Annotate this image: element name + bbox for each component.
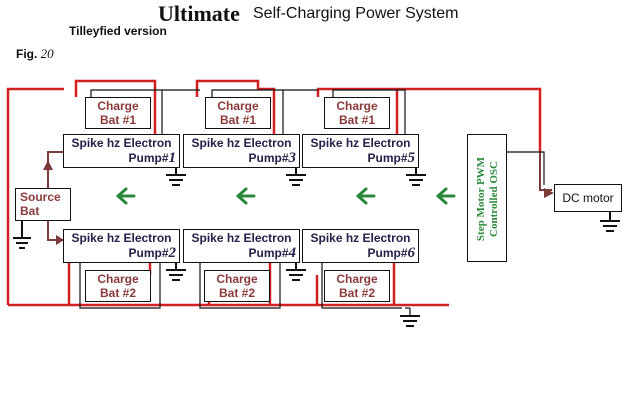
- oscillator-line-2: Controlled OSC: [488, 161, 500, 237]
- pump-number-line: Pump#2: [66, 246, 177, 261]
- pwm-oscillator: Step Motor PWM Controlled OSC: [467, 134, 507, 262]
- page-title-rest: Self-Charging Power System: [253, 5, 459, 22]
- pump-number: 5: [407, 150, 416, 166]
- charge-id: Bat #1: [219, 113, 257, 127]
- left-arrow-icon: [436, 187, 456, 205]
- left-arrow-icon: [236, 187, 256, 205]
- charge-label: Charge: [97, 272, 139, 286]
- pump-1: Spike hz Electron Pump#1: [63, 134, 180, 168]
- power-bus-wires: [6, 79, 542, 307]
- charge-id: Bat #1: [99, 113, 137, 127]
- charge-id: Bat #2: [99, 286, 137, 300]
- pump-prefix: Pump#: [367, 151, 408, 165]
- page-title: Ultimate: [158, 1, 240, 26]
- oscillator-line-1: Step Motor PWM: [475, 156, 487, 242]
- charge-label: Charge: [336, 99, 378, 113]
- ground-icon: [406, 166, 426, 186]
- ground-icon: [166, 263, 186, 281]
- figure-prefix: Fig.: [16, 47, 38, 61]
- oscillator-label: Step Motor PWM Controlled OSC: [475, 135, 501, 263]
- pump-label: Spike hz Electron: [71, 136, 172, 150]
- source-sublabel: Bat: [20, 204, 40, 218]
- dc-motor: DC motor: [554, 184, 622, 212]
- pump-4: Spike hz Electron Pump#4: [183, 229, 300, 263]
- charge-label: Charge: [216, 272, 258, 286]
- source-label: Source: [20, 190, 61, 204]
- pump-5: Spike hz Electron Pump#5: [302, 134, 419, 168]
- ground-icon: [13, 221, 31, 249]
- pump-label: Spike hz Electron: [310, 231, 411, 245]
- ground-symbols: [13, 166, 620, 327]
- pump-prefix: Pump#: [367, 246, 408, 260]
- arrowheads-feed: [43, 160, 554, 245]
- pump-number: 1: [168, 150, 177, 166]
- pump-number-line: Pump#3: [186, 151, 297, 166]
- pump-prefix: Pump#: [128, 246, 169, 260]
- charge-bat-bottom-2: Charge Bat #2: [204, 270, 270, 302]
- pump-number-line: Pump#4: [186, 246, 297, 261]
- charge-bat-top-2: Charge Bat #1: [205, 97, 271, 129]
- charge-bat-top-3: Charge Bat #1: [324, 97, 390, 129]
- ground-icon: [400, 315, 420, 327]
- ground-icon: [286, 263, 306, 281]
- figure-number: 20: [40, 46, 54, 61]
- pump-number-line: Pump#1: [66, 151, 177, 166]
- pump-number: 4: [288, 245, 297, 261]
- source-battery: Source Bat: [15, 188, 71, 221]
- charge-label: Charge: [336, 272, 378, 286]
- left-arrow-icon: [356, 187, 376, 205]
- charge-label: Charge: [97, 99, 139, 113]
- pump-number: 6: [407, 245, 416, 261]
- pump-6: Spike hz Electron Pump#6: [302, 229, 419, 263]
- ground-icon: [600, 212, 620, 232]
- pump-prefix: Pump#: [128, 151, 169, 165]
- pump-label: Spike hz Electron: [71, 231, 172, 245]
- left-arrow-icon: [116, 187, 136, 205]
- pump-3: Spike hz Electron Pump#3: [183, 134, 300, 168]
- page-subtitle: Tilleyfied version: [69, 24, 167, 38]
- charge-id: Bat #2: [338, 286, 376, 300]
- pump-number: 3: [288, 150, 297, 166]
- charge-id: Bat #1: [338, 113, 376, 127]
- interconnect-wires: [79, 89, 545, 316]
- pump-label: Spike hz Electron: [191, 231, 292, 245]
- pump-label: Spike hz Electron: [310, 136, 411, 150]
- figure-label: Fig. 20: [16, 46, 54, 62]
- pump-prefix: Pump#: [248, 246, 289, 260]
- pump-prefix: Pump#: [248, 151, 289, 165]
- charge-id: Bat #2: [218, 286, 256, 300]
- flow-arrows: [116, 187, 456, 205]
- charge-bat-bottom-3: Charge Bat #2: [324, 270, 390, 302]
- charge-bat-bottom-1: Charge Bat #2: [85, 270, 151, 302]
- charge-label: Charge: [217, 99, 259, 113]
- ground-icon: [286, 166, 306, 186]
- pump-number-line: Pump#6: [305, 246, 416, 261]
- pump-number: 2: [168, 245, 177, 261]
- pump-number-line: Pump#5: [305, 151, 416, 166]
- pump-2: Spike hz Electron Pump#2: [63, 229, 180, 263]
- ground-icon: [166, 166, 186, 186]
- charge-bat-top-1: Charge Bat #1: [85, 97, 151, 129]
- pump-label: Spike hz Electron: [191, 136, 292, 150]
